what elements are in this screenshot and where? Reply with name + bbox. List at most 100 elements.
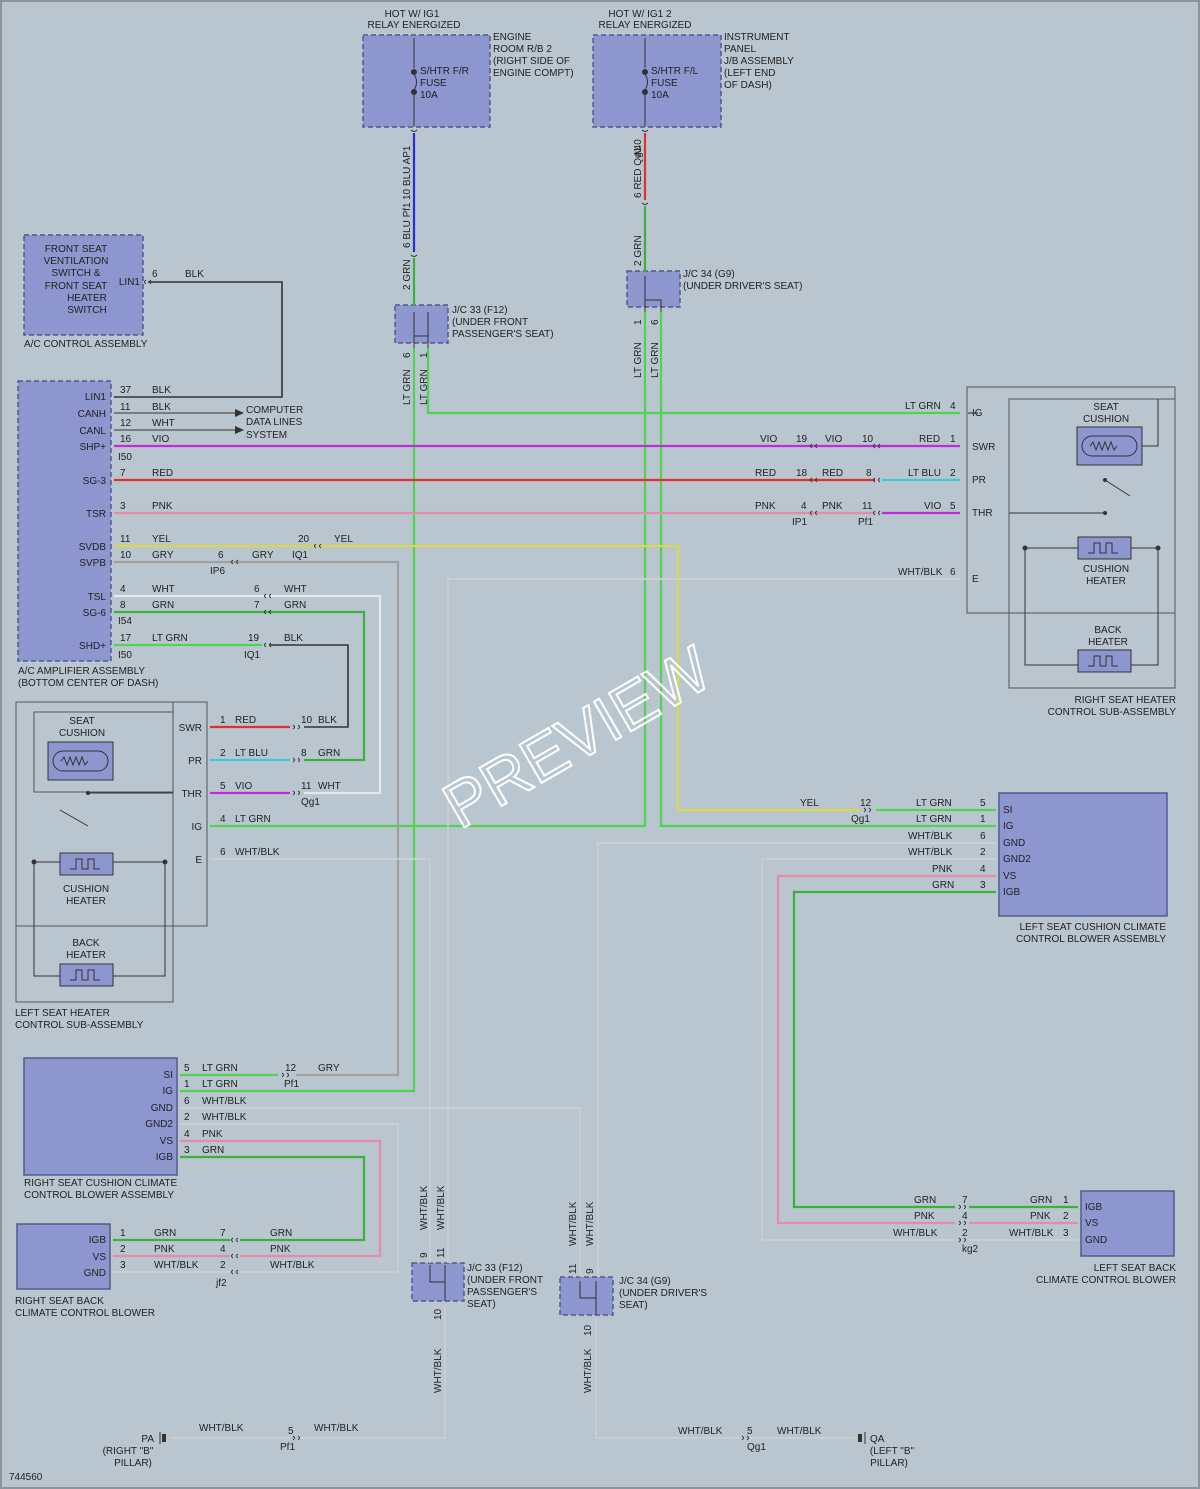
wire-whtblk-pa	[300, 1305, 446, 1439]
svg-text:PNK: PNK	[152, 501, 173, 512]
svg-text:19: 19	[248, 633, 260, 644]
svg-text:VIO: VIO	[235, 781, 252, 792]
svg-text:9: 9	[419, 1252, 430, 1258]
right-cushion-link	[1142, 399, 1159, 447]
wire-whtblk-qa	[595, 1318, 740, 1439]
rb-name1: RIGHT SEAT BACK	[15, 1296, 104, 1307]
left-fuse-rating: 10A	[420, 90, 438, 101]
svg-text:11: 11	[120, 534, 131, 545]
svg-text:WHT/BLK: WHT/BLK	[585, 1201, 596, 1246]
jc33-top-loc1: (UNDER FRONT	[452, 317, 528, 328]
svg-text:19: 19	[796, 434, 808, 445]
right-pin-e: E	[972, 574, 979, 585]
svg-text:2: 2	[1063, 1211, 1069, 1222]
amp-pin-canh: CANH	[78, 409, 106, 420]
amp-pin-sg3: SG-3	[83, 476, 107, 487]
right-cushion-heater-label1: CUSHION	[1083, 564, 1129, 575]
left-pin-thr: THR	[181, 789, 202, 800]
svg-text:IP1: IP1	[792, 517, 807, 528]
svg-text:PNK: PNK	[1030, 1211, 1051, 1222]
svg-text:WHT/BLK: WHT/BLK	[433, 1348, 444, 1393]
svg-text:RED: RED	[152, 468, 173, 479]
vent-switch-line5: HEATER	[67, 293, 107, 304]
lc-pin-gnd2: GND2	[1003, 854, 1031, 865]
svg-text:BLK: BLK	[185, 269, 204, 280]
amp-pin-shd: SHD+	[79, 641, 106, 652]
right-power-header2: RELAY ENERGIZED	[599, 20, 692, 31]
rb-pin-vs: VS	[93, 1252, 107, 1263]
ground-qa-loc1: (LEFT "B"	[870, 1446, 915, 1457]
svg-text:5: 5	[747, 1426, 753, 1437]
svg-text:4: 4	[120, 584, 126, 595]
rc-pin-vs: VS	[160, 1136, 174, 1147]
svg-text:4: 4	[962, 1211, 968, 1222]
svg-text:10: 10	[583, 1324, 594, 1336]
jc33-bottom-loc1: (UNDER FRONT	[467, 1275, 543, 1286]
svg-text:2 GRN: 2 GRN	[633, 235, 644, 266]
jc33-top-loc2: PASSENGER'S SEAT)	[452, 329, 554, 340]
left-heater-frame	[15, 701, 208, 927]
svg-text:VIO: VIO	[825, 434, 842, 445]
left-cushion-heater-icon	[59, 852, 114, 876]
svg-text:2: 2	[184, 1112, 190, 1123]
right-seat-cushion-label2: CUSHION	[1083, 414, 1129, 425]
ground-pa-loc1: (RIGHT "B"	[103, 1446, 154, 1457]
left-power-header2: RELAY ENERGIZED	[368, 20, 461, 31]
svg-text:VIO: VIO	[760, 434, 777, 445]
wire-grn-sg6	[114, 610, 366, 762]
rb-pin-gnd: GND	[84, 1268, 106, 1279]
wire-ltgrn-jc34-6	[659, 312, 996, 828]
vent-switch-assembly: A/C CONTROL ASSEMBLY	[24, 339, 148, 350]
vent-switch-line1: FRONT SEAT	[45, 244, 107, 255]
svg-text:10: 10	[301, 715, 313, 726]
arrow-canh-head	[235, 409, 244, 417]
lc-pin-vs: VS	[1003, 871, 1017, 882]
svg-text:WHT/BLK: WHT/BLK	[436, 1185, 447, 1230]
left-seat-cushion-label1: SEAT	[69, 716, 94, 727]
svg-text:PNK: PNK	[932, 864, 953, 875]
vent-switch-box	[23, 234, 144, 336]
right-cushion-heater-label2: HEATER	[1086, 576, 1126, 587]
left-pin-swr: SWR	[179, 723, 202, 734]
right-cushion-blower-box	[23, 1057, 178, 1176]
svg-text:GRN: GRN	[284, 600, 306, 611]
wire-gry-svpb	[114, 560, 400, 1077]
svg-text:1: 1	[419, 352, 430, 358]
svg-text:2: 2	[962, 1228, 968, 1239]
svg-text:6 RED Qg1: 6 RED Qg1	[633, 146, 644, 198]
svg-text:6: 6	[980, 831, 986, 842]
left-heater-name2: CONTROL SUB-ASSEMBLY	[15, 1020, 144, 1031]
svg-text:A40: A40	[633, 139, 644, 157]
ground-pa-name: PA	[141, 1434, 154, 1445]
svg-text:6: 6	[402, 352, 413, 358]
right-pin-pr: PR	[972, 475, 986, 486]
svg-text:4: 4	[184, 1129, 190, 1140]
svg-text:6: 6	[254, 584, 260, 595]
svg-text:PNK: PNK	[270, 1244, 291, 1255]
right-heater-name1: RIGHT SEAT HEATER	[1075, 695, 1177, 706]
svg-text:BLK: BLK	[318, 715, 337, 726]
svg-text:IQ1: IQ1	[244, 650, 261, 661]
svg-text:7: 7	[254, 600, 260, 611]
svg-text:VIO: VIO	[924, 501, 941, 512]
amp-connector-2: I54	[118, 616, 132, 627]
jc33-bottom-name: J/C 33 (F12)	[467, 1263, 523, 1274]
svg-text:12: 12	[285, 1063, 297, 1074]
instrument-panel-fuse-box	[592, 34, 722, 128]
left-fuse-name: S/HTR F/R	[420, 66, 469, 77]
svg-text:WHT: WHT	[152, 584, 175, 595]
svg-text:BLK: BLK	[152, 402, 171, 413]
fuse-left-icon	[411, 38, 417, 126]
left-switch-lines	[33, 792, 173, 977]
diagram-id: 744560	[9, 1472, 43, 1483]
left-back-heater-icon	[59, 963, 114, 987]
right-back-heater-icon	[1077, 649, 1132, 673]
jc34-top-name: J/C 34 (G9)	[683, 269, 735, 280]
svg-text:LT GRN: LT GRN	[202, 1079, 238, 1090]
svg-text:LT GRN: LT GRN	[633, 342, 644, 378]
lb-pin-vs: VS	[1085, 1218, 1099, 1229]
right-switch-dot-2	[1103, 511, 1107, 515]
left-heater-inner	[15, 701, 174, 1003]
right-pin-thr: THR	[972, 508, 993, 519]
